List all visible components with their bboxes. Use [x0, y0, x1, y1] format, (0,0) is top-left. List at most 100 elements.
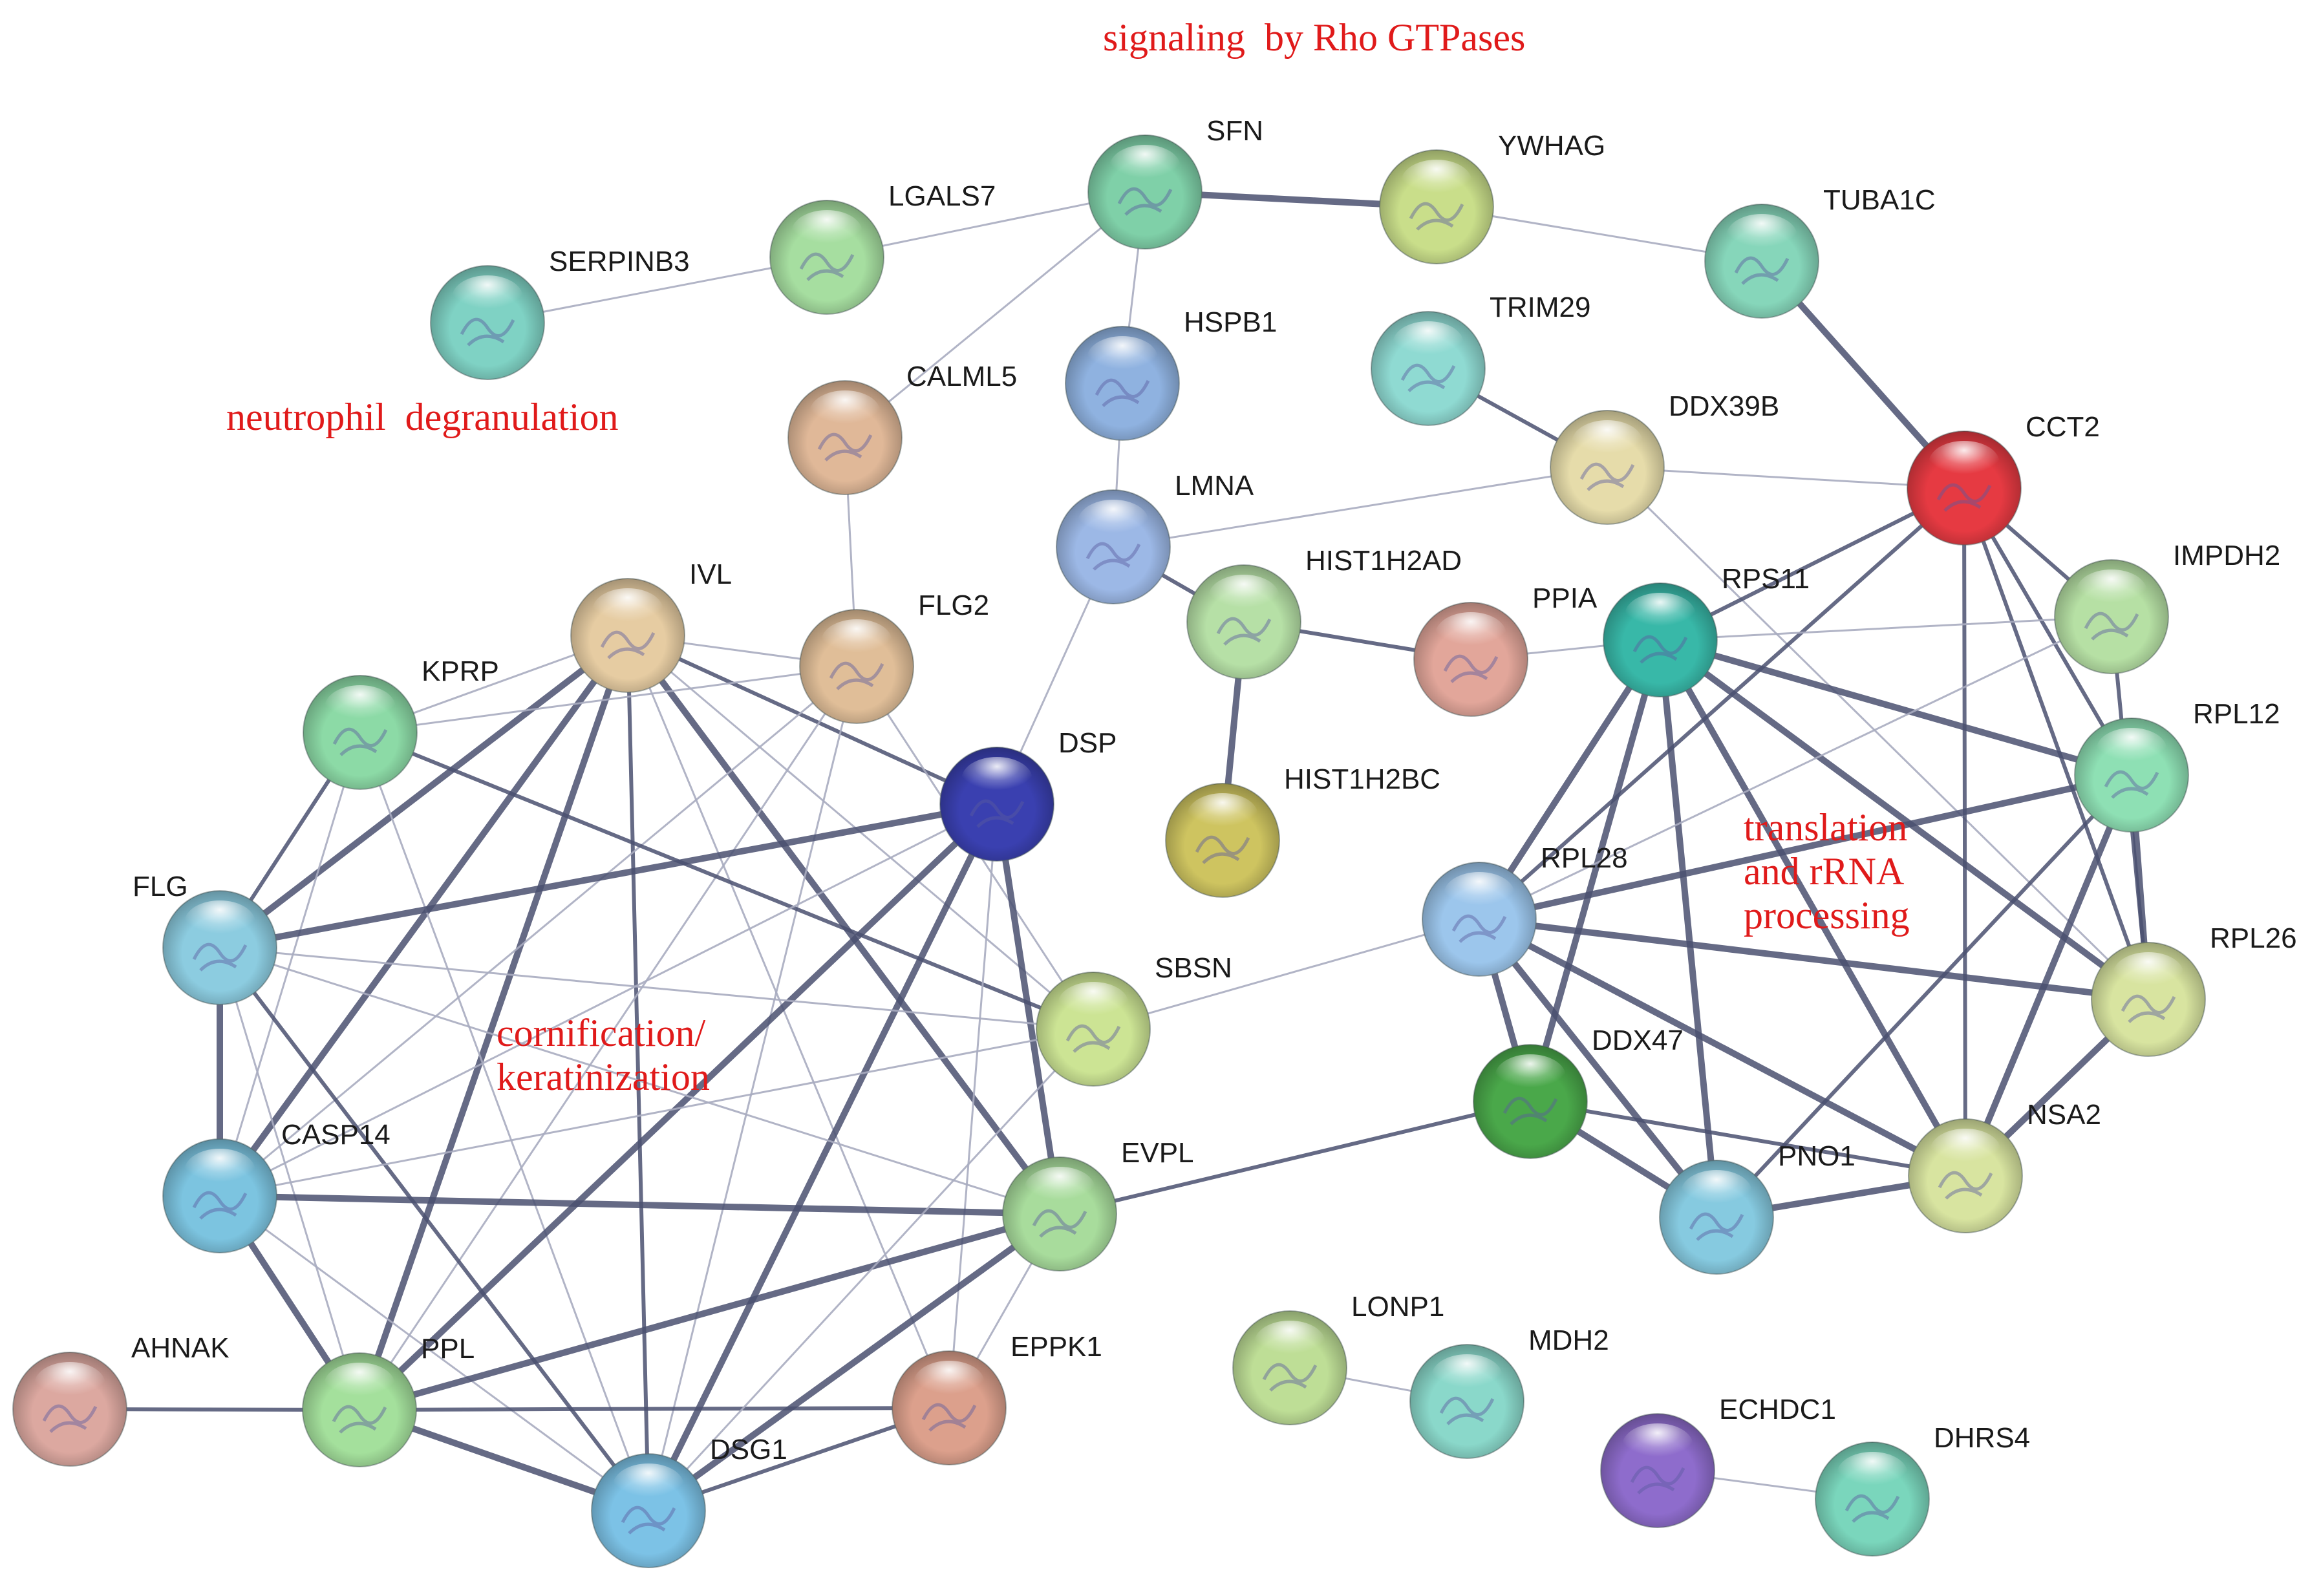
node-ppl[interactable]: PPL	[302, 1333, 475, 1467]
protein-structure-icon	[1443, 654, 1499, 683]
node-highlight	[2096, 727, 2167, 771]
node-highlight	[1087, 335, 1158, 379]
protein-structure-icon	[1579, 462, 1635, 491]
edge-evpl-dsg1	[645, 1211, 1063, 1514]
node-dsp[interactable]: DSP	[939, 727, 1117, 862]
node-dhrs4[interactable]: DHRS4	[1815, 1422, 2030, 1557]
edge-flg-sbsn	[219, 946, 1095, 1030]
node-impdh2[interactable]: IMPDH2	[2054, 540, 2280, 674]
node-label: DSG1	[710, 1434, 787, 1465]
node-highlight	[821, 619, 892, 663]
edge-sfn-calml5	[844, 191, 1146, 439]
cluster-label-rho: signaling by Rho GTPases	[1103, 16, 1525, 59]
edge-ddx39b-cct2	[1606, 466, 1965, 489]
node-flg2[interactable]: FLG2	[799, 590, 989, 724]
node-rpl28[interactable]: RPL28	[1422, 842, 1628, 977]
node-trim29[interactable]: TRIM29	[1371, 292, 1590, 426]
node-label: PPIA	[1532, 582, 1598, 614]
node-label: HIST1H2AD	[1305, 545, 1462, 577]
node-label: YWHAG	[1498, 130, 1605, 162]
node-label: IVL	[689, 559, 732, 590]
node-label: FLG2	[918, 590, 989, 621]
node-flg[interactable]: FLG	[133, 871, 277, 1005]
protein-structure-icon	[1065, 1024, 1121, 1053]
node-label: LGALS7	[888, 180, 996, 212]
protein-structure-icon	[332, 727, 388, 756]
node-highlight	[1625, 592, 1696, 636]
protein-structure-icon	[799, 252, 855, 281]
node-highlight	[1058, 981, 1129, 1025]
cluster-label-line: processing	[1744, 894, 1910, 937]
node-rpl26[interactable]: RPL26	[2091, 922, 2297, 1057]
node-ddx47[interactable]: DDX47	[1473, 1025, 1684, 1159]
protein-structure-icon	[1689, 1212, 1744, 1241]
edge-ivl-evpl	[625, 632, 1063, 1217]
node-echdc1[interactable]: ECHDC1	[1600, 1394, 1836, 1528]
node-lmna[interactable]: LMNA	[1056, 470, 1254, 604]
node-sfn[interactable]: SFN	[1087, 115, 1263, 250]
node-highlight	[914, 1360, 985, 1404]
edge-ivl-dsg1	[626, 633, 650, 1513]
node-pno1[interactable]: PNO1	[1659, 1140, 1855, 1275]
node-rps11[interactable]: RPS11	[1603, 563, 1810, 697]
node-ahnak[interactable]: AHNAK	[12, 1332, 230, 1467]
node-casp14[interactable]: CASP14	[162, 1119, 390, 1253]
node-nsa2[interactable]: NSA2	[1908, 1099, 2101, 1233]
protein-structure-icon	[600, 630, 656, 659]
node-highlight	[1572, 420, 1643, 463]
node-serpinb3[interactable]: SERPINB3	[430, 246, 690, 380]
node-ddx39b[interactable]: DDX39B	[1550, 390, 1779, 525]
edge-cct2-nsa2	[1962, 486, 1967, 1178]
node-mdh2[interactable]: MDH2	[1409, 1325, 1609, 1459]
protein-structure-icon	[921, 1403, 977, 1432]
node-cct2[interactable]: CCT2	[1907, 411, 2100, 546]
node-ivl[interactable]: IVL	[570, 559, 732, 693]
node-highlight	[1837, 1451, 1908, 1495]
node-rpl12[interactable]: RPL12	[2074, 698, 2280, 833]
node-highlight	[1254, 1320, 1325, 1364]
edge-ivl-eppk1	[626, 634, 950, 1409]
edge-rps11-rpl26	[1657, 637, 2152, 1003]
protein-structure-icon	[332, 1405, 387, 1434]
edge-rps11-ddx47	[1527, 637, 1663, 1105]
node-label: PNO1	[1778, 1140, 1855, 1172]
node-label: DSP	[1058, 727, 1117, 759]
edge-rpl28-sbsn	[1092, 918, 1481, 1030]
node-calml5[interactable]: CALML5	[787, 361, 1017, 495]
node-label: TRIM29	[1490, 292, 1590, 323]
edge-ivl-dsp	[626, 633, 999, 806]
node-highlight	[2113, 952, 2184, 995]
edge-rpl28-pno1	[1476, 916, 1720, 1220]
node-label: DHRS4	[1934, 1422, 2030, 1454]
node-sbsn[interactable]: SBSN	[1036, 952, 1232, 1087]
node-tuba1c[interactable]: TUBA1C	[1704, 184, 1936, 319]
edge-ivl-ppl	[356, 632, 631, 1413]
protein-structure-icon	[1938, 1171, 1993, 1200]
edge-evpl-ppl	[356, 1211, 1063, 1413]
node-evpl[interactable]: EVPL	[1002, 1137, 1194, 1271]
node-highlight	[1078, 499, 1149, 543]
protein-structure-icon	[42, 1404, 98, 1433]
node-eppk1[interactable]: EPPK1	[892, 1331, 1102, 1465]
node-hspb1[interactable]: HSPB1	[1065, 306, 1277, 441]
node-ppia[interactable]: PPIA	[1413, 582, 1598, 717]
node-hist1h2ad[interactable]: HIST1H2AD	[1186, 545, 1462, 679]
protein-structure-icon	[1734, 256, 1790, 285]
node-ywhag[interactable]: YWHAG	[1379, 130, 1605, 264]
node-label: CASP14	[281, 1119, 390, 1151]
node-highlight	[1431, 1354, 1503, 1398]
node-dsg1[interactable]: DSG1	[591, 1434, 787, 1568]
node-kprp[interactable]: KPRP	[303, 655, 499, 790]
node-hist1h2bc[interactable]: HIST1H2BC	[1165, 763, 1440, 898]
node-lonp1[interactable]: LONP1	[1232, 1291, 1444, 1425]
node-lgals7[interactable]: LGALS7	[769, 180, 996, 315]
protein-structure-icon	[2084, 612, 2139, 641]
edge-dsp-casp14	[219, 803, 998, 1197]
node-highlight	[1393, 321, 1464, 365]
node-highlight	[1401, 159, 1472, 203]
edge-dsp-flg	[217, 801, 1000, 951]
protein-structure-icon	[1216, 617, 1272, 646]
edge-rpl26-rpl28	[1476, 916, 2152, 1003]
node-highlight	[2076, 569, 2147, 613]
